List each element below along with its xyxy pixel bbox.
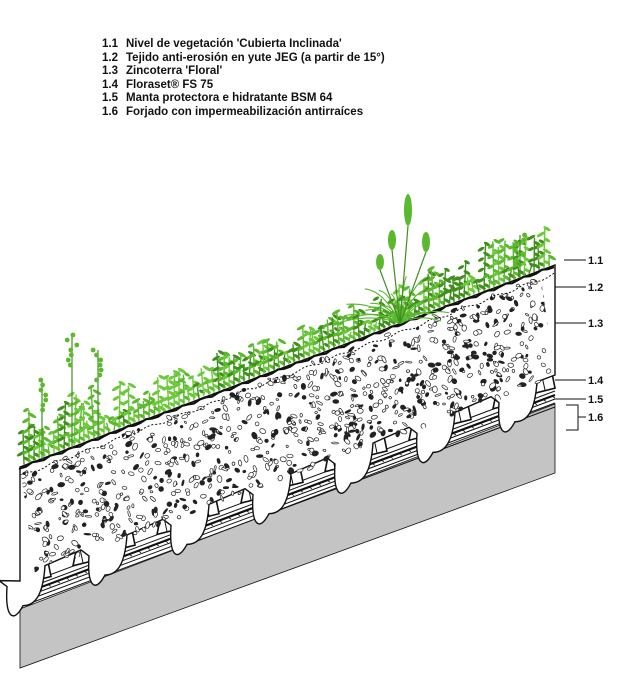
slab-layer xyxy=(19,403,556,669)
legend-text: Tejido anti-erosión en yute JEG (a parti… xyxy=(126,51,385,64)
label-1-3: 1.3 xyxy=(588,318,603,330)
legend-item-1-1: 1.1 Nivel de vegetación 'Cubierta Inclina… xyxy=(102,38,385,52)
legend-item-1-6: 1.6 Forjado con impermeabilización antirr… xyxy=(102,106,385,120)
label-1-2: 1.2 xyxy=(588,282,603,294)
legend-num: 1.2 xyxy=(102,51,118,64)
legend-num: 1.1 xyxy=(102,38,118,50)
legend-item-1-2: 1.2 Tejido anti-erosión en yute JEG (a pa… xyxy=(102,52,385,66)
layer-leaders xyxy=(555,259,586,431)
legend-num: 1.6 xyxy=(102,105,118,118)
legend-num: 1.4 xyxy=(102,78,118,91)
legend-text: Manta protectora e hidratante BSM 64 xyxy=(126,92,333,105)
legend-text: Forjado con impermeabilización antirraíc… xyxy=(126,105,364,118)
legend-text: Floraset® FS 75 xyxy=(126,78,214,91)
label-1-6: 1.6 xyxy=(588,412,603,424)
label-1-1: 1.1 xyxy=(588,255,603,267)
leader-bracket-1-6 xyxy=(566,404,586,431)
legend: 1.1 Nivel de vegetación 'Cubierta Inclina… xyxy=(102,38,385,120)
legend-item-1-5: 1.5 Manta protectora e hidratante BSM 64 xyxy=(102,92,385,106)
label-1-5: 1.5 xyxy=(588,394,603,406)
legend-item-1-3: 1.3 Zincoterra 'Floral' xyxy=(102,65,385,79)
label-1-4: 1.4 xyxy=(588,375,604,387)
legend-text: Nivel de vegetación 'Cubierta Inclinada' xyxy=(126,38,342,50)
vegetation-layer xyxy=(16,194,557,465)
jute-net-texture xyxy=(19,272,555,476)
legend-text: Zincoterra 'Floral' xyxy=(126,65,223,78)
legend-item-1-4: 1.4 Floraset® FS 75 xyxy=(102,79,385,93)
legend-num: 1.3 xyxy=(102,65,118,78)
legend-num: 1.5 xyxy=(102,92,118,105)
jute-net-layer xyxy=(18,266,555,470)
